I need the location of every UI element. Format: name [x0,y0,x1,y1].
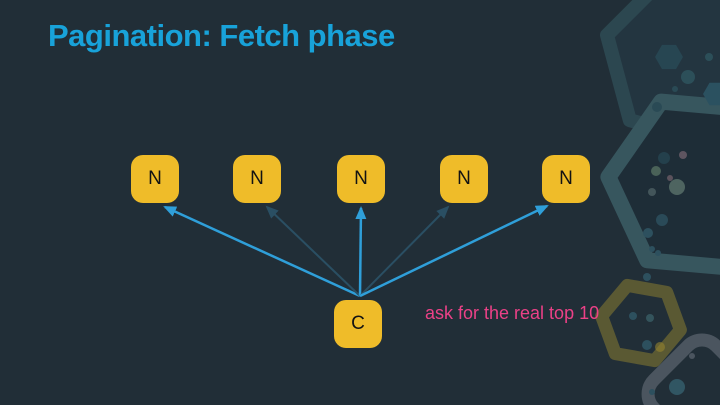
decoration-dots [629,53,713,395]
arrow-c-to-n5 [359,204,549,298]
node-n-1: N [131,155,179,203]
arrow-c-to-n3 [355,206,367,297]
node-n-2: N [233,155,281,203]
hexagon-outline-olive-icon [595,278,687,368]
node-n-4: N [440,155,488,203]
slide-title: Pagination: Fetch phase [48,18,395,53]
annotation-text: ask for the real top 10 [425,303,600,323]
hexagon-outline-icon [600,0,720,150]
arrow-c-to-n2 [265,205,361,297]
arrow-c-to-n1 [163,205,361,298]
node-n-3: N [337,155,385,203]
hexagon-outline-icon [600,93,720,275]
rounded-diamond-outline-icon [641,333,720,405]
node-c: C [334,300,382,348]
node-n-5: N [542,155,590,203]
arrow-c-to-n4 [359,205,450,297]
small-hexagon-icon [655,44,720,106]
